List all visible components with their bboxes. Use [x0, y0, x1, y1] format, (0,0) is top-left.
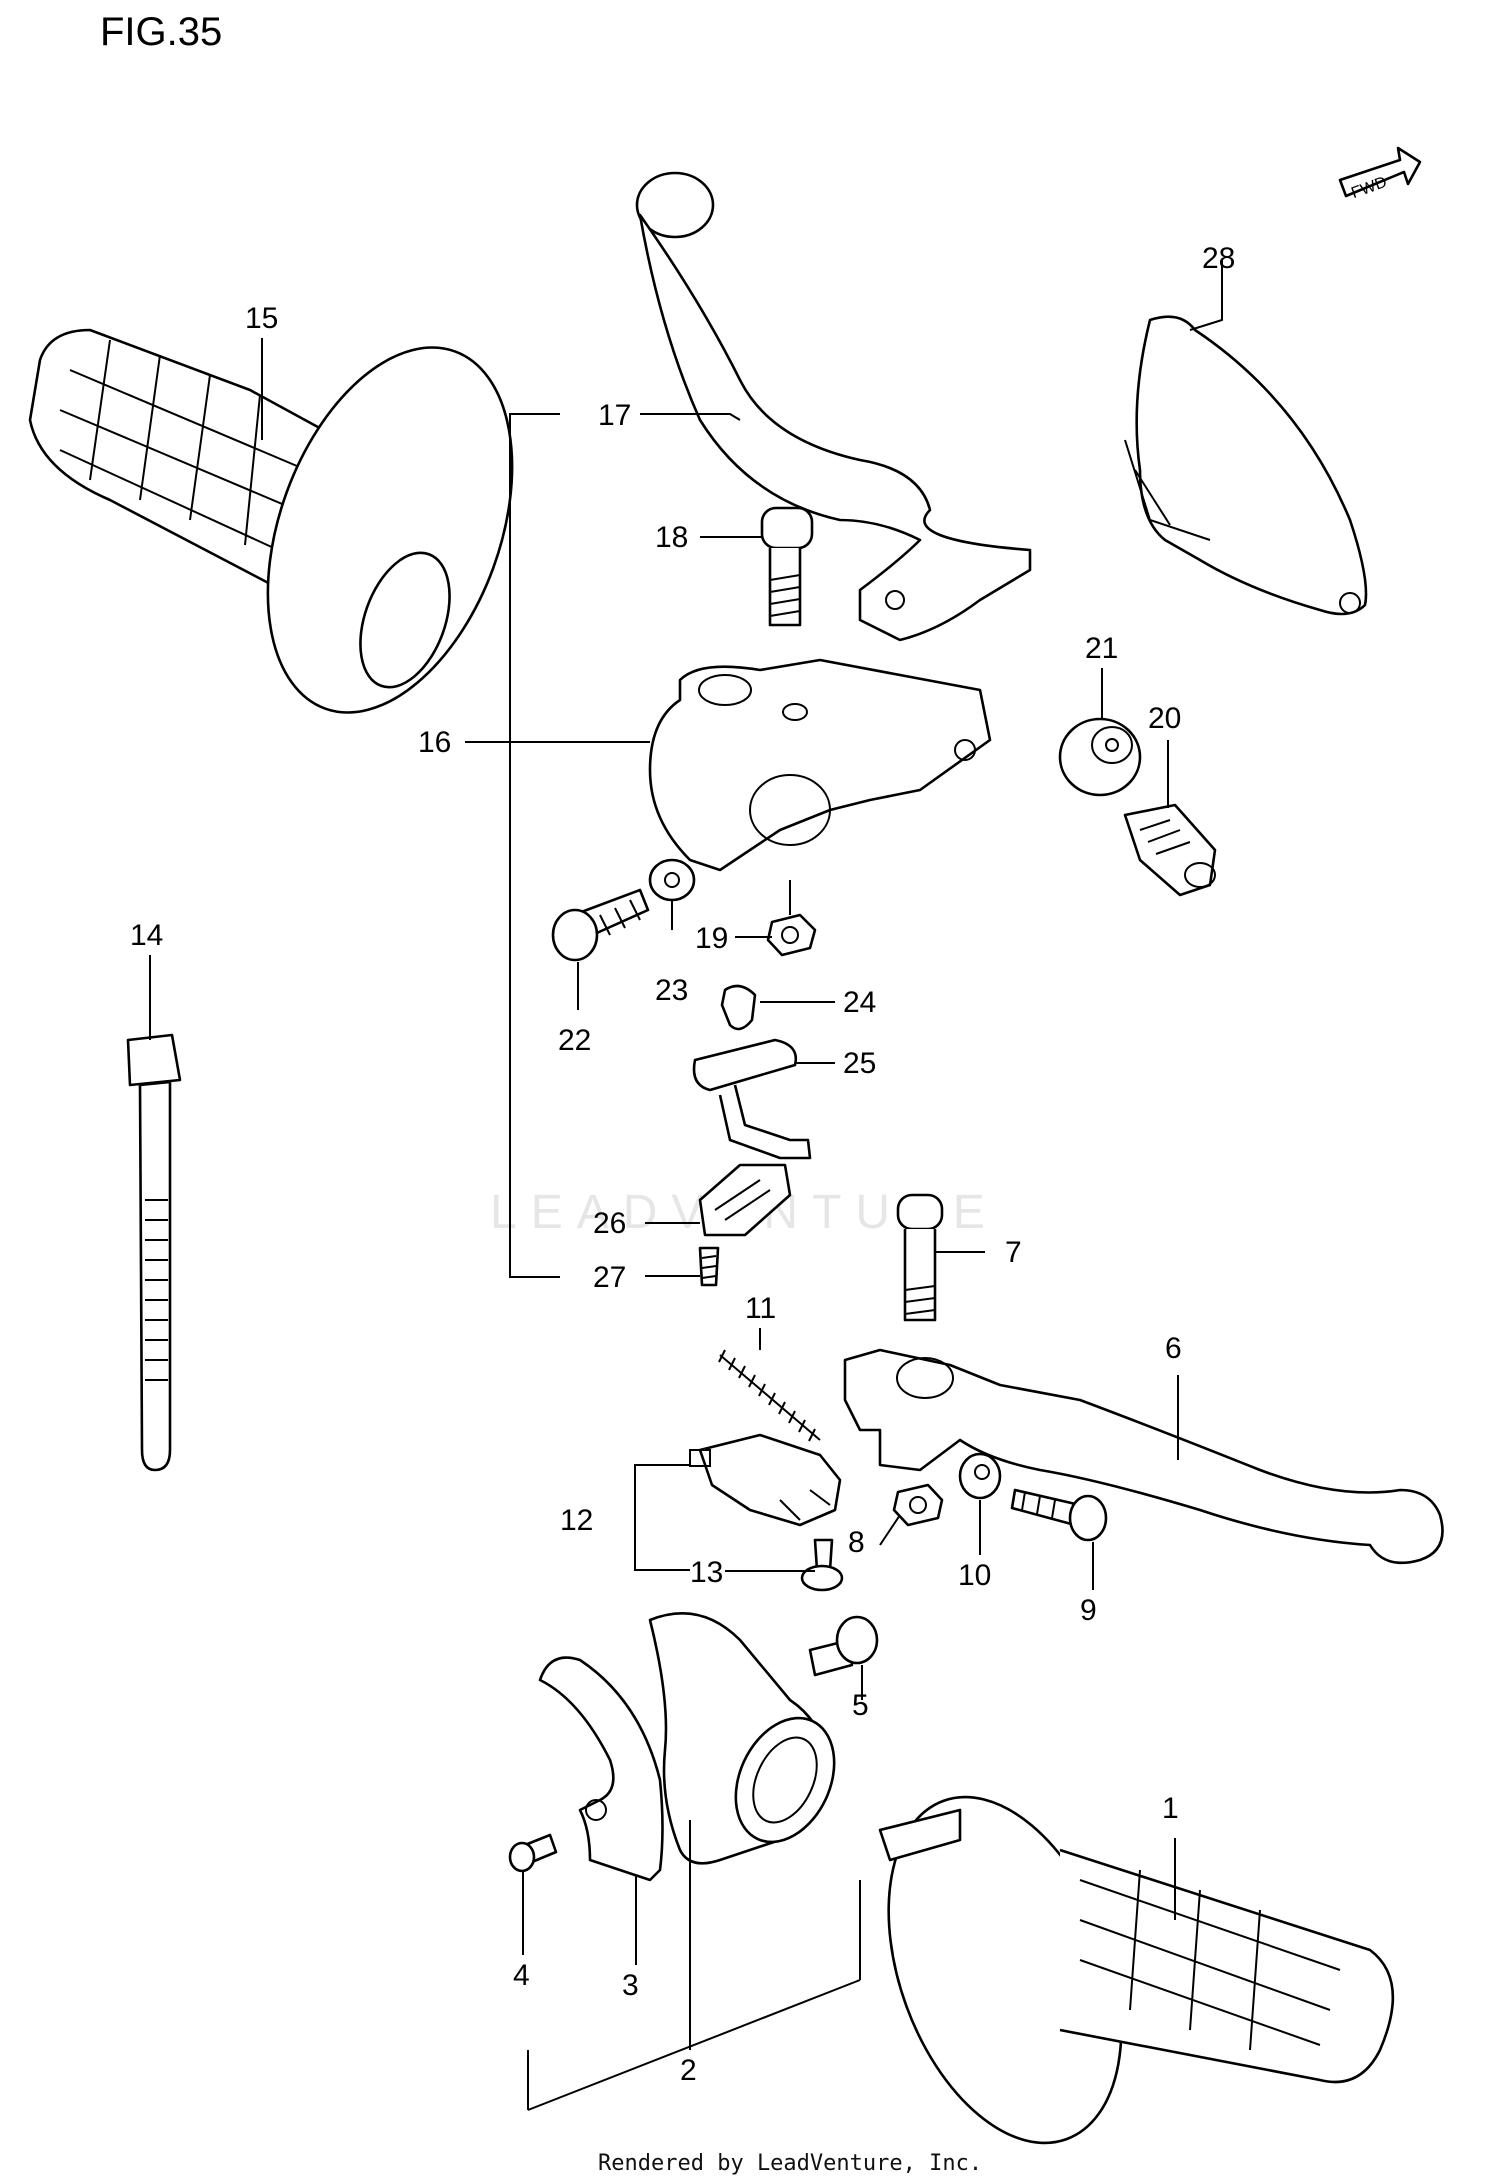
- callout-16: 16: [418, 726, 451, 759]
- pivot-bolt-part-18: [760, 506, 814, 627]
- lever-cover-part-28: [1124, 315, 1368, 616]
- right-grip-part-1: [878, 1795, 1395, 2145]
- assembly-bracket-12-13: [634, 1464, 690, 1571]
- callout-10: 10: [958, 1559, 991, 1592]
- callout-26: 26: [593, 1207, 626, 1240]
- callout-8: 8: [848, 1526, 865, 1559]
- callout-6: 6: [1165, 1332, 1182, 1365]
- callout-5: 5: [852, 1689, 869, 1722]
- callout-28: 28: [1202, 242, 1235, 275]
- leader-lines: [149, 260, 1223, 2050]
- callout-11: 11: [745, 1292, 776, 1325]
- nut-part-8: [892, 1483, 944, 1527]
- cable-tie-part-14: [126, 1033, 182, 1472]
- callout-20: 20: [1148, 702, 1181, 735]
- callout-13: 13: [690, 1556, 723, 1589]
- screw-part-4: [508, 1833, 558, 1873]
- callout-12: 12: [560, 1504, 593, 1537]
- callout-1: 1: [1162, 1792, 1179, 1825]
- callout-25: 25: [843, 1047, 876, 1080]
- callout-4: 4: [513, 1959, 530, 1992]
- clip-part-24: [720, 984, 757, 1031]
- footer-credit: Rendered by LeadVenture, Inc.: [598, 2151, 982, 2176]
- callout-15: 15: [245, 302, 278, 335]
- callout-2: 2: [680, 2054, 697, 2087]
- figure-title: FIG.35: [100, 10, 222, 54]
- nut-part-19: [766, 913, 817, 957]
- left-grip-part-15: [28, 328, 514, 714]
- adjuster-bolt-part-20: [1123, 803, 1217, 897]
- bolt-part-5: [808, 1615, 879, 1677]
- switch-part-12: [689, 1433, 842, 1527]
- screw-part-27: [698, 1246, 720, 1287]
- pivot-bolt-part-7: [896, 1193, 944, 1322]
- collar-part-10: [958, 1452, 1002, 1500]
- adjuster-nut-part-21: [1058, 717, 1142, 797]
- callout-17: 17: [598, 399, 631, 432]
- brake-lever-part-6: [843, 1348, 1444, 1565]
- forward-direction-badge: FWD: [1338, 146, 1422, 202]
- plate-part-25: [692, 1038, 812, 1160]
- lever-bracket-part-16: [648, 658, 992, 872]
- callout-18: 18: [655, 521, 688, 554]
- callout-14: 14: [130, 919, 163, 952]
- housing-part-2: [648, 1612, 836, 1865]
- callout-24: 24: [843, 986, 876, 1019]
- screw-part-13: [800, 1538, 844, 1592]
- spring-part-11: [718, 1349, 821, 1442]
- callout-9: 9: [1080, 1594, 1097, 1627]
- callout-23: 23: [655, 974, 688, 1007]
- callout-19: 19: [695, 922, 728, 955]
- switch-part-26: [698, 1163, 792, 1237]
- callout-3: 3: [622, 1969, 639, 2002]
- assembly-bracket-16-27: [509, 413, 560, 1278]
- callout-27: 27: [593, 1261, 626, 1294]
- callout-22: 22: [558, 1024, 591, 1057]
- bolt-part-9: [1010, 1488, 1108, 1542]
- washer-part-23: [648, 858, 696, 902]
- callout-21: 21: [1085, 632, 1118, 665]
- callout-7: 7: [1005, 1236, 1022, 1269]
- cover-part-3: [538, 1656, 664, 1882]
- clutch-lever-part-17: [635, 171, 1032, 642]
- bolt-part-22: [551, 888, 650, 962]
- assembly-bracket-1-2: [527, 1880, 861, 2111]
